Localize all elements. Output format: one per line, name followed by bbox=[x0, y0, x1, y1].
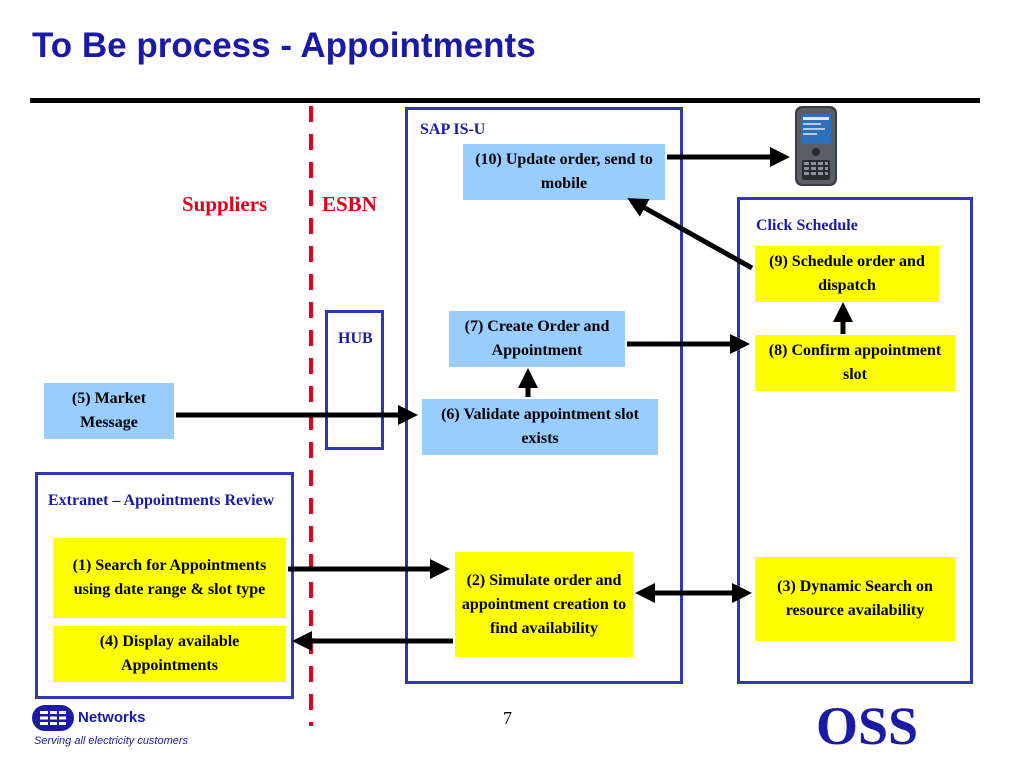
title-divider bbox=[30, 98, 980, 103]
step-6-validate-slot: (6) Validate appointment slot exists bbox=[422, 399, 658, 455]
esb-logo-icon bbox=[32, 705, 74, 731]
page-number: 7 bbox=[503, 708, 512, 728]
mobile-handheld-icon bbox=[795, 106, 837, 186]
sap-isu-label: SAP IS-U bbox=[420, 121, 486, 138]
logo-name: Networks bbox=[78, 709, 146, 726]
step-10-update-order: (10) Update order, send to mobile bbox=[463, 144, 665, 200]
lane-label-esbn: ESBN bbox=[322, 192, 377, 216]
hub-zone: HUB bbox=[325, 310, 384, 450]
click-schedule-zone: Click Schedule bbox=[737, 197, 973, 684]
step-8-confirm-slot: (8) Confirm appointment slot bbox=[755, 335, 955, 391]
step-9-schedule-order: (9) Schedule order and dispatch bbox=[755, 246, 939, 302]
logo-tagline: Serving all electricity customers bbox=[34, 735, 189, 747]
sap-isu-zone: SAP IS-U bbox=[405, 107, 683, 684]
step-7-create-order: (7) Create Order and Appointment bbox=[449, 311, 625, 367]
step-2-simulate-order: (2) Simulate order and appointment creat… bbox=[455, 552, 633, 657]
footer-brand-oss: OSS bbox=[816, 696, 919, 756]
step-4-display-appointments: (4) Display available Appointments bbox=[53, 626, 286, 682]
page-title: To Be process - Appointments bbox=[32, 26, 536, 65]
extranet-label: Extranet – Appointments Review bbox=[48, 492, 275, 509]
hub-label: HUB bbox=[338, 330, 373, 347]
step-5-market-message: (5) Market Message bbox=[44, 383, 174, 439]
lane-label-suppliers: Suppliers bbox=[182, 192, 268, 216]
step-1-search-appointments: (1) Search for Appointments using date r… bbox=[53, 538, 286, 618]
click-schedule-label: Click Schedule bbox=[756, 217, 858, 234]
extranet-zone: Extranet – Appointments Review bbox=[35, 472, 294, 699]
arrow-9-to-10 bbox=[627, 198, 754, 271]
step-3-dynamic-search: (3) Dynamic Search on resource availabil… bbox=[755, 557, 955, 641]
